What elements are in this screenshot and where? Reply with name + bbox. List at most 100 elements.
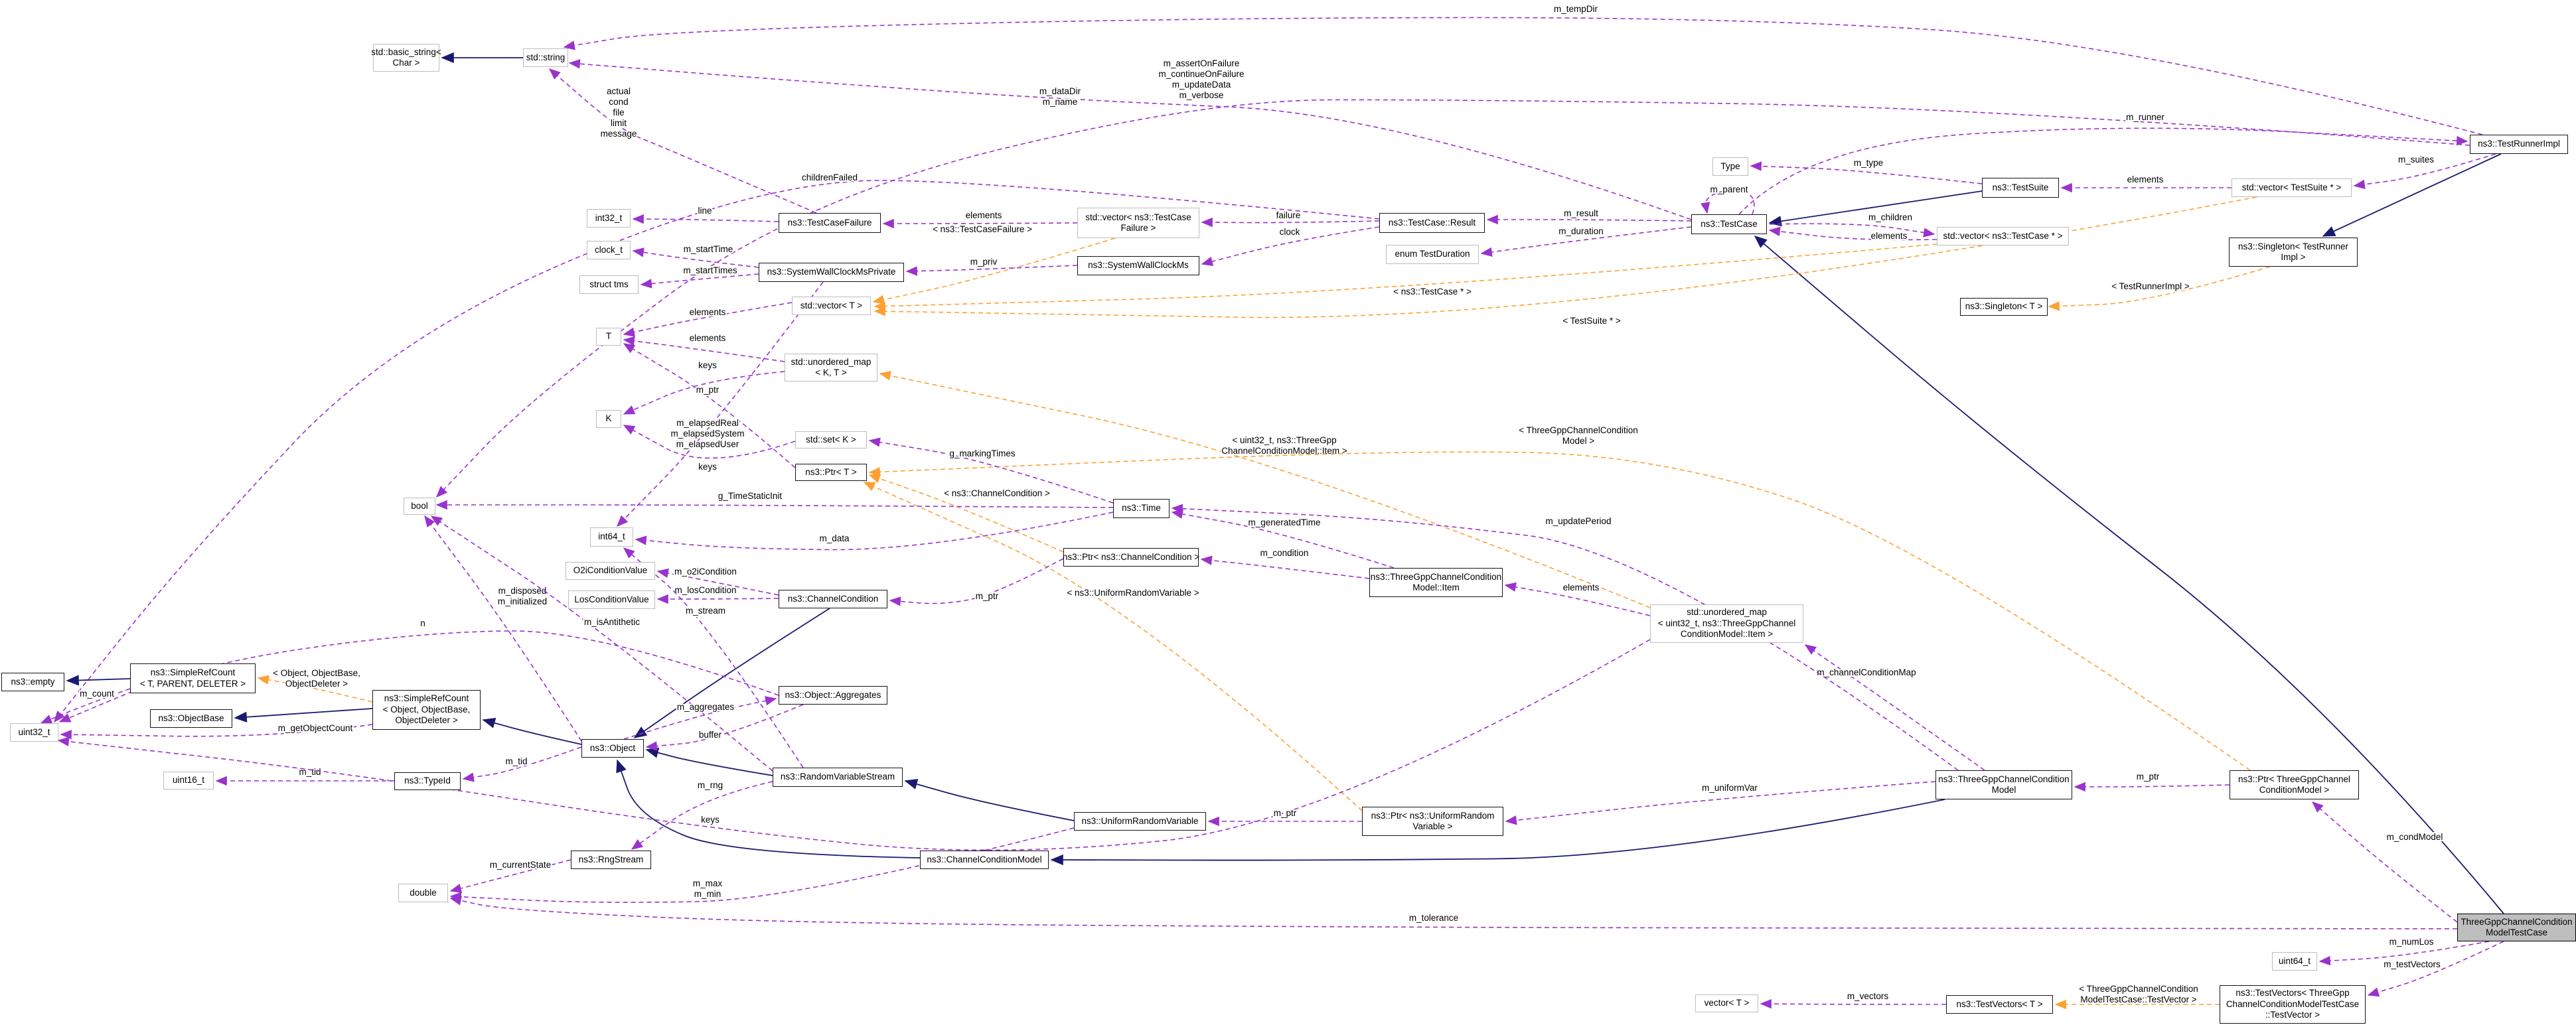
use-actual-cond-file (548, 68, 817, 214)
node-vector-t-2: vector< T > (1695, 994, 1758, 1012)
node-test-case[interactable]: ns3::TestCase (1691, 214, 1767, 234)
template-vector-tcf (872, 238, 1116, 305)
node-test-case-result[interactable]: ns3::TestCase::Result (1379, 213, 1485, 233)
node-enum-test-duration-label: enum TestDuration (1395, 249, 1470, 259)
node-type-label: Type (1720, 161, 1740, 171)
node-test-runner-impl[interactable]: ns3::TestRunnerImpl (2470, 135, 2568, 154)
node-system-wall-clock-ms-private[interactable]: ns3::SystemWallClockMsPrivate (759, 263, 904, 282)
node-int64-t: int64_t (590, 527, 633, 547)
node-system-wall-clock-ms-private-label: ns3::SystemWallClockMsPrivate (767, 267, 896, 277)
node-uint64-t: uint64_t (2272, 952, 2317, 971)
node-object-aggregates[interactable]: ns3::Object::Aggregates (779, 686, 887, 705)
node-channel-condition-model-label: ns3::ChannelConditionModel (927, 854, 1042, 864)
node-rng-stream[interactable]: ns3::RngStream (571, 851, 651, 869)
use-m-testVectors-label: m_testVectors (2384, 959, 2441, 969)
node-type-id[interactable]: ns3::TypeId (394, 772, 461, 790)
use-m-data-label: m_data (819, 533, 850, 543)
node-test-suite[interactable]: ns3::TestSuite (1982, 178, 2059, 198)
node-test-case-failure-label: ns3::TestCaseFailure (787, 217, 872, 228)
node-subject-label: ThreeGppChannelCondition (2461, 916, 2573, 927)
node-object-aggregates-label: ns3::Object::Aggregates (785, 689, 881, 700)
node-simple-ref-count-tpd-label: ns3::SimpleRefCount (150, 667, 236, 678)
use-m-duration (1480, 226, 1692, 257)
use-m-max-m-min (449, 827, 1075, 903)
node-three-gpp-channel-condition-model-label: Model (1991, 785, 2016, 795)
template-ptr-cc (868, 474, 1064, 553)
use-m-o2iCondition-label: m_o2iCondition (674, 567, 737, 577)
use-m-parent (1701, 190, 1755, 215)
use-m-type-label: m_type (1854, 158, 1883, 168)
node-ns3-empty[interactable]: ns3::empty (1, 673, 64, 691)
node-random-variable-stream[interactable]: ns3::RandomVariableStream (773, 768, 903, 787)
use-m-tid-object (462, 746, 582, 782)
use-elements-umap-item (1504, 582, 1651, 616)
use-line (632, 214, 779, 224)
node-ptr-three-gpp-label: ConditionModel > (2259, 785, 2330, 795)
inherit-srctpd-empty (66, 675, 131, 686)
node-basic-string: std::basic_string<Char > (371, 44, 441, 72)
node-test-vectors-t[interactable]: ns3::TestVectors< T > (1946, 995, 2053, 1014)
node-singleton-t[interactable]: ns3::Singleton< T > (1960, 298, 2048, 316)
use-keys-umap-item-label: keys (701, 815, 720, 825)
template-unordered-map (879, 371, 1651, 608)
node-uint16-t: uint16_t (163, 772, 214, 789)
use-m-numLos-label: m_numLos (2389, 937, 2434, 947)
template-singleton-label: < TestRunnerImpl > (2111, 281, 2190, 291)
use-g-markingTimes-label: g_markingTimes (949, 448, 1016, 458)
node-system-wall-clock-ms[interactable]: ns3::SystemWallClockMs (1077, 256, 1199, 275)
node-ptr-uniform-random-variable-label: Variable > (1412, 821, 1453, 831)
node-channel-condition-model[interactable]: ns3::ChannelConditionModel (920, 851, 1049, 869)
node-time[interactable]: ns3::Time (1113, 499, 1170, 518)
use-elements-vtcf (882, 218, 1078, 229)
inherit-runner-singleton (2322, 153, 2502, 237)
node-channel-condition[interactable]: ns3::ChannelCondition (779, 590, 887, 608)
use-m-uniformVar-label: m_uniformVar (1702, 783, 1758, 793)
node-ptr-three-gpp-label: ns3::Ptr< ThreeGppChannel (2238, 774, 2350, 784)
use-m-priv-label: m_priv (970, 257, 998, 267)
node-uniform-random-variable[interactable]: ns3::UniformRandomVariable (1074, 812, 1206, 831)
node-simple-ref-count-obj-label: ns3::SimpleRefCount (384, 693, 469, 704)
use-m-updatePeriod-label: m_updatePeriod (1545, 516, 1611, 526)
node-object-base[interactable]: ns3::ObjectBase (150, 709, 232, 728)
use-m-children (1769, 223, 1935, 238)
node-uint32-t-label: uint32_t (18, 726, 50, 737)
use-m-rng-label: m_rng (698, 780, 723, 790)
node-bool-label: bool (411, 500, 428, 511)
node-simple-ref-count-tpd[interactable]: ns3::SimpleRefCount< T, PARENT, DELETER … (130, 663, 256, 693)
use-keys-umap (623, 371, 785, 415)
node-object[interactable]: ns3::Object (581, 739, 644, 758)
node-unordered-map-item-label: std::unordered_map (1687, 607, 1767, 618)
use-m-getObjectCount (60, 724, 373, 740)
use-m-stream-label: m_stream (686, 606, 725, 616)
use-m-losCondition (656, 594, 779, 604)
use-m-startTime (632, 247, 759, 268)
use-m-dataDir-m-name (568, 59, 1692, 220)
node-t-param: T (596, 328, 621, 346)
inherit-urv-rvs (904, 779, 1075, 821)
use-elements-umap (623, 336, 785, 362)
use-m-aggregates (623, 696, 777, 740)
node-simple-ref-count-obj[interactable]: ns3::SimpleRefCount< Object, ObjectBase,… (372, 690, 481, 730)
use-keys-set-label: keys (698, 462, 717, 472)
node-ptr-t[interactable]: ns3::Ptr< T > (795, 464, 867, 481)
node-k-param: K (596, 410, 621, 428)
use-m-startTime-label: m_startTime (684, 244, 733, 254)
inherit-testsuite-testcase (1768, 190, 1983, 227)
use-m-data (635, 512, 1114, 551)
node-simple-ref-count-obj-label: ObjectDeleter > (395, 715, 458, 726)
node-test-case-failure[interactable]: ns3::TestCaseFailure (779, 213, 881, 233)
node-ptr-channel-condition[interactable]: ns3::Ptr< ns3::ChannelCondition > (1063, 548, 1199, 567)
node-uniform-random-variable-label: ns3::UniformRandomVariable (1081, 815, 1199, 826)
use-m-tempDir-label: m_tempDir (1554, 4, 1598, 14)
node-uint64-t-label: uint64_t (2278, 955, 2311, 966)
